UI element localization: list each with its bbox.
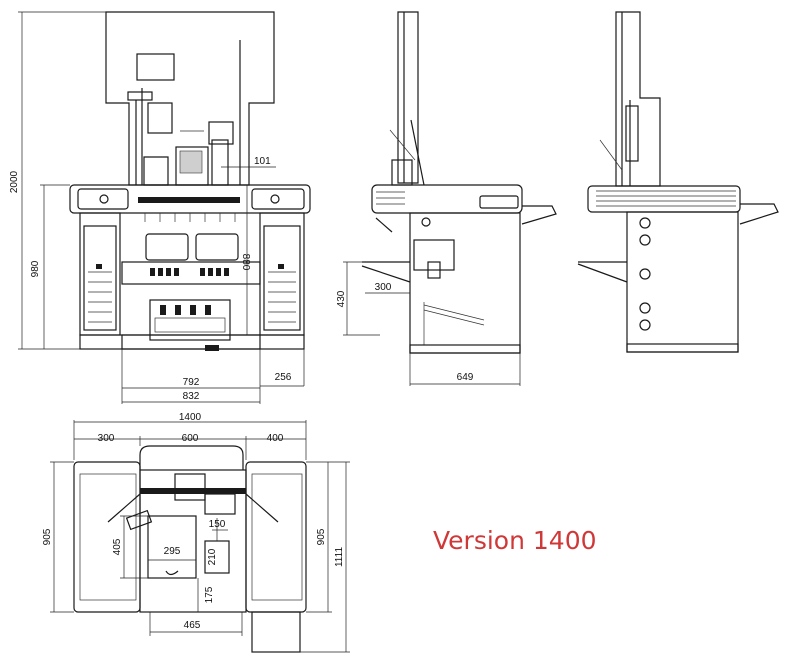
dim-top-depth-left: 905 — [42, 528, 53, 545]
dim-top-depth-right: 905 — [316, 528, 327, 545]
dim-top-small-width: 150 — [209, 519, 226, 530]
side-view-left: 430 300 649 — [336, 11, 557, 386]
front-view: 2000 980 101 880 792 832 256 — [9, 11, 311, 404]
dim-top-bottom-offset: 175 — [204, 586, 215, 603]
dim-front-width-base: 832 — [183, 391, 200, 402]
side-view-right — [577, 11, 779, 353]
dim-top-left-table: 300 — [98, 433, 115, 444]
dim-side-tray-height: 430 — [336, 290, 347, 307]
dim-side-tray-depth: 300 — [375, 282, 392, 293]
dim-front-inner-height: 880 — [240, 254, 251, 271]
top-view: 1400 300 600 400 905 905 1111 405 295 15… — [42, 412, 350, 653]
dim-top-tray-depth: 405 — [112, 538, 123, 555]
dim-front-width-inner: 792 — [183, 377, 200, 388]
dim-top-right-table: 400 — [267, 433, 284, 444]
dim-top-depth-total: 1111 — [334, 547, 345, 567]
version-label: Version 1400 — [433, 526, 597, 555]
dim-front-height-total: 2000 — [9, 170, 20, 193]
dim-top-tray-width: 295 — [164, 546, 181, 557]
dim-top-small-depth: 210 — [207, 548, 218, 565]
dim-blade-guide-offset: 101 — [254, 156, 271, 167]
dim-top-base-width: 465 — [184, 620, 201, 631]
dim-side-depth: 649 — [457, 372, 474, 383]
dim-top-width-total: 1400 — [179, 412, 202, 423]
dim-front-side-offset: 256 — [275, 372, 292, 383]
dim-front-height-table: 980 — [30, 260, 41, 277]
dim-top-center: 600 — [182, 433, 199, 444]
